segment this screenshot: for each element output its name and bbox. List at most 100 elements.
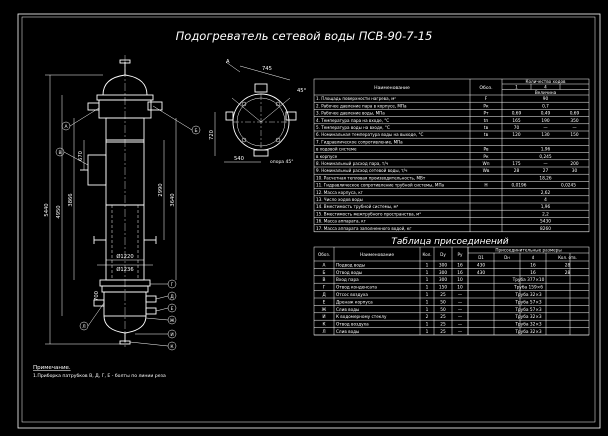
spec-row-value: 120 <box>512 132 520 138</box>
front-dimensions <box>45 74 177 345</box>
conn-row-name: Слив воды <box>336 329 359 334</box>
conn-header-d1: D1 <box>478 255 484 260</box>
conn-row-pu: — <box>458 300 463 305</box>
svg-text:A: A <box>226 59 230 65</box>
spec-header-name: Наименование <box>374 85 410 91</box>
conn-header-name: Наименование <box>360 252 394 258</box>
svg-text:2990: 2990 <box>158 183 164 196</box>
conn-header-qty: Кол. <box>422 252 431 257</box>
spec-header-pass-1: 1 <box>515 84 518 89</box>
conn-row-pipe: Труба 32×3 <box>514 322 542 328</box>
connections-table-title: Таблица присоединений <box>391 237 508 247</box>
spec-row-value: 0,49 <box>541 111 551 117</box>
conn-row-du: 300 <box>439 262 447 268</box>
conn-row-d1: 430 <box>477 262 485 268</box>
svg-text:Г: Г <box>171 282 174 288</box>
spec-row-name: 16. Масса аппарата, кг <box>316 219 366 224</box>
conn-row-pipe: Труба 32×3 <box>514 314 542 320</box>
spec-row-name: 7. Гидравлическое сопротивление, МПа <box>316 139 403 144</box>
spec-row-value: 5430 <box>540 219 551 225</box>
spec-header-passes: Количество ходов <box>525 79 566 84</box>
spec-row-symbol: Рк <box>483 154 489 160</box>
spec-row-name: 6. Номинальная температура воды на выход… <box>316 132 424 137</box>
spec-row-symbol: Н <box>484 183 487 189</box>
front-view <box>80 55 163 348</box>
conn-row-d: 16 <box>530 270 536 276</box>
spec-row-value: 90 <box>543 96 549 102</box>
spec-row-symbol: tп <box>484 118 489 124</box>
spec-row-name: 11. Гидравлическое сопротивление трубной… <box>316 183 445 188</box>
svg-text:720: 720 <box>209 130 215 140</box>
conn-row-holes: 28 <box>565 262 571 268</box>
conn-row-pipe: Труба 32×3 <box>514 292 542 298</box>
outer-frame <box>17 13 601 429</box>
spec-row-value: 70 <box>514 125 520 131</box>
spec-row-value: — <box>543 126 548 131</box>
spec-row-name: 1. Площадь поверхности нагрева, м² <box>316 96 396 101</box>
spec-row-value: 190 <box>541 118 549 124</box>
svg-text:Ø1236: Ø1236 <box>116 266 133 273</box>
spec-row-name: 15. Вместимость межтрубного пространства… <box>316 211 421 216</box>
svg-text:745: 745 <box>262 66 272 72</box>
spec-row-value: 28 <box>514 168 520 174</box>
spec-row-value: 18,26 <box>539 175 552 181</box>
conn-row-pu: — <box>458 330 463 335</box>
svg-text:3866: 3866 <box>68 193 74 206</box>
spec-row-name: 5. Температура воды на входе, °С <box>316 125 390 130</box>
spec-row-value: 0,0196 <box>511 183 526 189</box>
spec-row-value: 0,7 <box>542 103 549 109</box>
conn-row-pipe: Труба 159×6 <box>513 285 543 291</box>
conn-row-du: 25 <box>440 292 446 298</box>
spec-row-symbol: tв <box>484 125 489 131</box>
conn-header-d: d <box>532 255 535 260</box>
conn-row-designation: Е <box>323 299 326 305</box>
svg-text:540: 540 <box>234 156 244 162</box>
spec-row-name: 2. Рабочее давление пара в корпусе, МПа <box>316 103 407 108</box>
svg-text:4950: 4950 <box>56 205 62 218</box>
conn-row-pipe: Труба 57×3 <box>514 299 542 305</box>
spec-row-value: 0,69 <box>512 111 522 117</box>
conn-row-designation: Л <box>322 329 325 335</box>
conn-row-d: 16 <box>530 262 536 268</box>
svg-text:опора 45°: опора 45° <box>270 159 293 165</box>
conn-header-dims: Присоединительные размеры <box>495 248 561 253</box>
spec-row-value: 0,0245 <box>561 183 576 189</box>
svg-text:И: И <box>170 332 173 338</box>
svg-text:Л: Л <box>82 324 85 330</box>
spec-row-value: 30 <box>572 168 578 174</box>
svg-text:Е: Е <box>171 306 174 312</box>
conn-row-pu: 10 <box>457 285 463 291</box>
conn-row-pu: — <box>458 293 463 298</box>
spec-row-value: 8260 <box>540 226 551 232</box>
plan-dimensions <box>214 61 291 163</box>
conn-row-name: Отвод конденсата <box>336 285 377 290</box>
spec-row-value: 0,69 <box>570 111 580 117</box>
conn-row-du: 150 <box>439 285 447 291</box>
spec-row-name: 17. Масса аппарата заполненного водой, к… <box>316 226 411 231</box>
conn-row-pu: — <box>458 308 463 313</box>
svg-text:К: К <box>170 344 174 350</box>
spec-row-name: 3. Рабочее давление воды, МПа <box>316 111 385 116</box>
conn-header-designation: Обоз. <box>318 252 330 257</box>
spec-row-value: 2,62 <box>541 190 551 196</box>
svg-text:А: А <box>64 124 68 130</box>
conn-header-pu: Pу <box>457 252 463 257</box>
spec-row-symbol: tв <box>484 132 489 138</box>
conn-row-name: Отсос воздуха <box>336 292 368 297</box>
conn-header-dn: Dн <box>504 255 510 260</box>
conn-row-qty: 1 <box>426 292 429 298</box>
conn-row-designation: Д <box>322 292 326 298</box>
spec-row-value: 200 <box>570 161 578 167</box>
conn-header-du: Dу <box>440 252 446 257</box>
conn-row-name: Отвод воды <box>336 270 362 275</box>
conn-row-qty: 1 <box>426 262 429 268</box>
conn-row-qty: 1 <box>426 277 429 283</box>
conn-row-name: Вход пара <box>336 277 359 282</box>
spec-row-value: — <box>572 126 577 131</box>
spec-row-value: 4 <box>544 197 547 203</box>
conn-row-qty: 1 <box>426 329 429 335</box>
conn-header-holes: Кол. отв. <box>558 255 577 260</box>
conn-row-qty: 1 <box>426 307 429 313</box>
conn-row-pipe: Труба 32×3 <box>514 329 542 335</box>
